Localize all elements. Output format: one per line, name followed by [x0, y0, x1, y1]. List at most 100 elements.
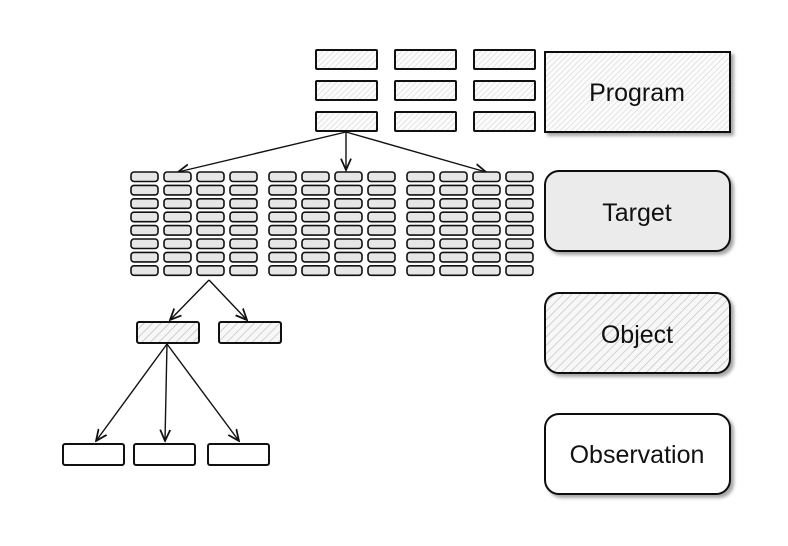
program-block — [473, 111, 536, 132]
target-block — [268, 251, 297, 263]
arrow-to-object-2 — [208, 279, 247, 320]
target-block — [229, 171, 258, 183]
target-level-blocks — [130, 171, 534, 277]
target-block — [439, 238, 468, 250]
target-block — [301, 184, 330, 196]
target-block — [301, 171, 330, 183]
legend-observation-box — [544, 413, 731, 495]
target-block — [268, 224, 297, 236]
program-block — [473, 49, 536, 70]
target-block — [367, 251, 396, 263]
target-block — [301, 198, 330, 210]
target-block — [406, 264, 435, 277]
target-block — [505, 264, 534, 277]
target-block — [301, 224, 330, 236]
target-block — [130, 171, 159, 183]
target-block — [130, 264, 159, 277]
target-block — [268, 238, 297, 250]
object-to-observation-arrows — [96, 343, 239, 441]
target-block — [130, 238, 159, 250]
target-block — [163, 198, 192, 210]
target-block — [130, 251, 159, 263]
program-block — [394, 111, 457, 132]
target-block — [229, 251, 258, 263]
target-block — [163, 211, 192, 223]
legend-object-box — [544, 292, 731, 374]
target-block — [196, 184, 225, 196]
target-block — [334, 211, 363, 223]
target-block — [505, 224, 534, 236]
arrow-to-observation-1 — [96, 343, 168, 441]
target-block — [229, 211, 258, 223]
target-block — [367, 198, 396, 210]
legend-observation — [544, 413, 731, 495]
program-level-blocks — [315, 49, 536, 132]
target-block — [406, 238, 435, 250]
target-block — [406, 171, 435, 183]
target-block — [301, 238, 330, 250]
target-block — [268, 198, 297, 210]
target-block — [505, 171, 534, 183]
legend-target — [544, 170, 731, 252]
legend-object — [544, 292, 731, 374]
arrow-to-observation-2 — [165, 343, 167, 441]
legend-program-label: Program — [589, 79, 685, 107]
target-block — [439, 224, 468, 236]
target-block — [439, 264, 468, 277]
target-block — [367, 238, 396, 250]
program-to-target-arrows — [178, 131, 486, 172]
target-block — [406, 251, 435, 263]
program-block — [473, 80, 536, 101]
target-block — [334, 251, 363, 263]
target-block — [439, 251, 468, 263]
target-block — [163, 184, 192, 196]
target-block — [406, 198, 435, 210]
program-block — [315, 111, 378, 132]
target-block — [268, 264, 297, 277]
target-block — [229, 238, 258, 250]
legend-target-box — [544, 170, 731, 252]
object-box-2 — [218, 321, 282, 344]
target-block — [406, 211, 435, 223]
target-block — [229, 184, 258, 196]
target-block — [472, 198, 501, 210]
arrow-to-object-1 — [170, 279, 210, 320]
target-block — [301, 251, 330, 263]
arrow-to-observation-3 — [166, 343, 239, 441]
target-block — [301, 264, 330, 277]
target-block — [163, 224, 192, 236]
target-block — [196, 238, 225, 250]
target-block — [130, 184, 159, 196]
object-box-1 — [136, 321, 200, 344]
target-block — [163, 171, 192, 183]
target-block — [268, 184, 297, 196]
target-block — [130, 224, 159, 236]
legend-target-label: Target — [602, 199, 672, 227]
target-block — [334, 264, 363, 277]
target-block — [505, 198, 534, 210]
target-block — [196, 224, 225, 236]
target-block — [367, 171, 396, 183]
target-block — [334, 238, 363, 250]
target-block — [196, 198, 225, 210]
target-block — [334, 171, 363, 183]
target-block — [406, 184, 435, 196]
target-block — [472, 224, 501, 236]
target-block — [439, 198, 468, 210]
target-block — [163, 251, 192, 263]
target-block — [367, 264, 396, 277]
legend-program — [544, 51, 731, 133]
legend: Program Target Object Observation — [544, 51, 731, 495]
target-block — [196, 264, 225, 277]
target-block — [196, 211, 225, 223]
target-block — [439, 211, 468, 223]
target-block — [472, 238, 501, 250]
target-block — [472, 184, 501, 196]
target-block — [439, 171, 468, 183]
target-block — [505, 238, 534, 250]
target-block — [229, 198, 258, 210]
target-block — [367, 211, 396, 223]
target-block — [163, 264, 192, 277]
program-block — [394, 49, 457, 70]
